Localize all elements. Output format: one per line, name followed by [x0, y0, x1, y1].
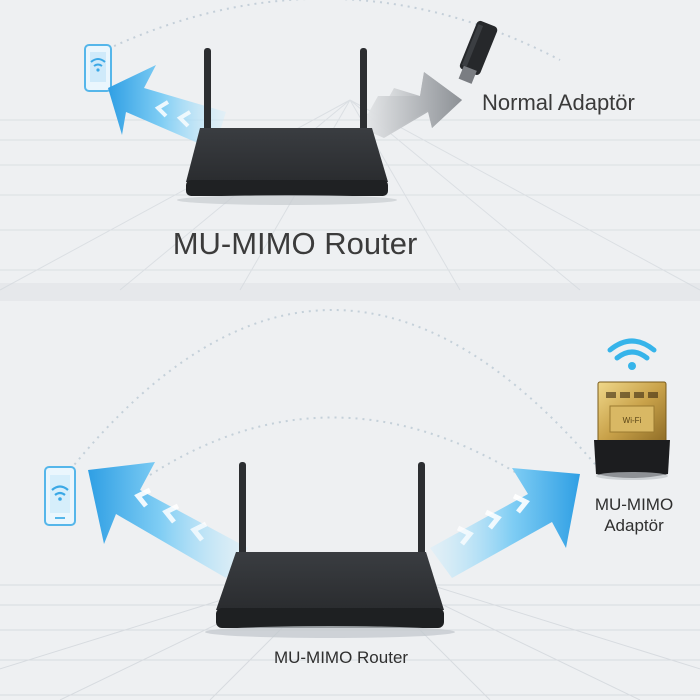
top-router-label: MU-MIMO Router	[172, 226, 418, 261]
wifi-icon	[607, 338, 657, 370]
router-icon	[177, 48, 397, 205]
signal-arrow-right-bottom	[430, 468, 580, 578]
adapter-chip-text: Wi-Fi	[623, 416, 642, 425]
usb-adapter-icon	[458, 20, 498, 84]
normal-adapter-label: Normal Adaptör	[482, 90, 635, 115]
mu-mimo-adapter-label-line1: MU-MIMO	[594, 495, 674, 514]
mu-mimo-adapter-label-line2: Adaptör	[604, 516, 664, 535]
signal-arrow-left-bottom	[88, 462, 248, 578]
phone-icon	[44, 466, 76, 526]
router-icon	[205, 462, 455, 638]
bottom-router-label: MU-MIMO Router	[273, 648, 409, 667]
bottom-section: Wi-Fi	[44, 309, 670, 638]
signal-arrow-left-top	[108, 65, 226, 150]
top-section	[84, 0, 561, 205]
mu-mimo-adapter-label: MU-MIMO Adaptör	[580, 494, 688, 536]
mu-mimo-adapter-icon: Wi-Fi	[594, 381, 670, 480]
divider-band	[0, 283, 700, 301]
signal-arrow-right-top	[360, 72, 462, 138]
phone-icon	[84, 44, 112, 92]
